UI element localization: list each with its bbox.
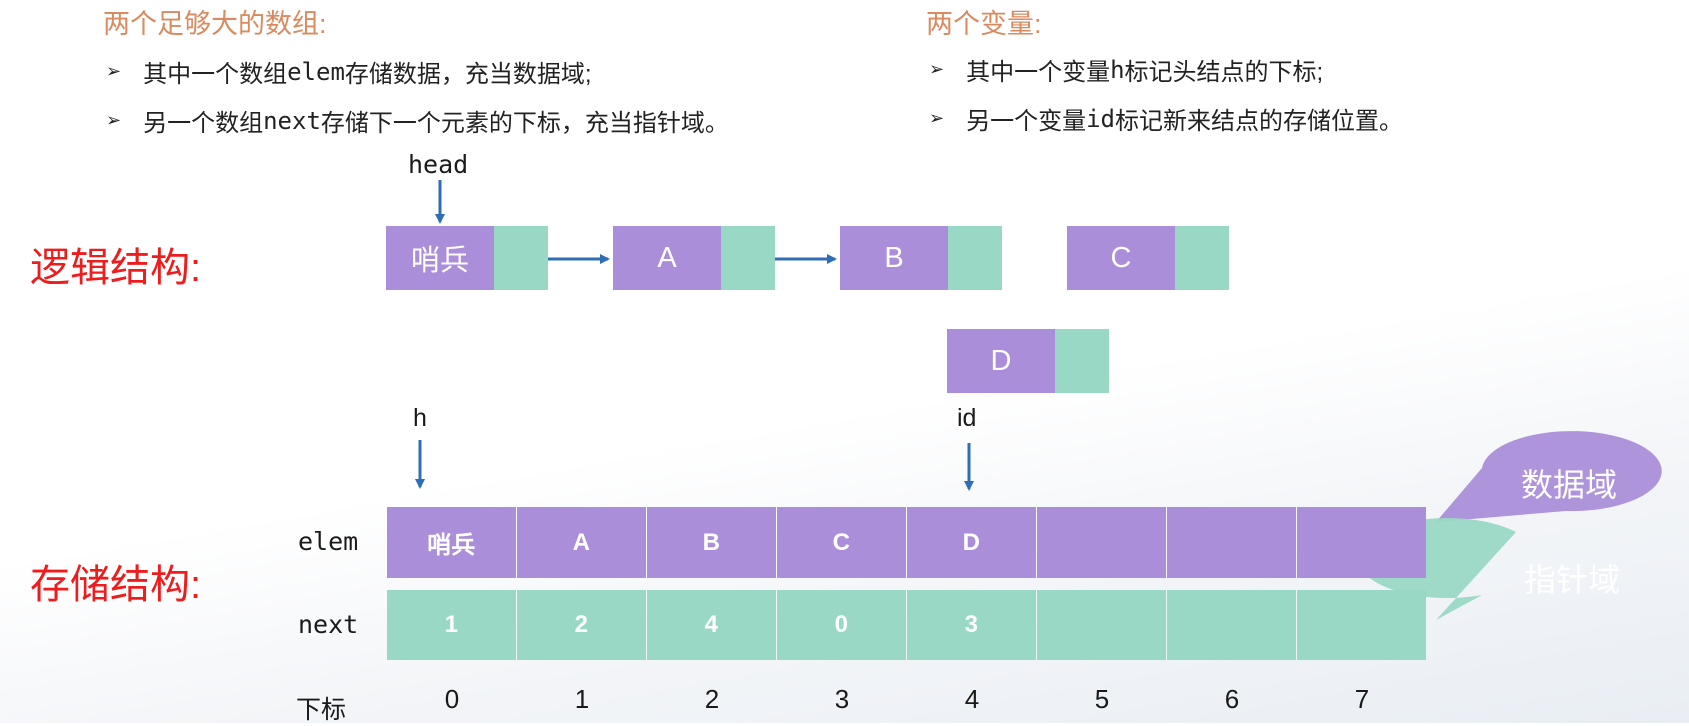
elem-row-label: elem — [298, 527, 359, 556]
next-cell — [1297, 590, 1426, 660]
arrays-bullet-2-text-post: 存储下一个元素的下标，充当指针域。 — [320, 110, 729, 137]
logical-node-data: D — [947, 329, 1055, 393]
logical-node-data: 哨兵 — [386, 226, 494, 290]
elem-cell — [1037, 507, 1166, 578]
elem-cell — [1167, 507, 1296, 578]
data-field-bubble-label: 数据域 — [1521, 467, 1618, 503]
arrays-section-title: 两个足够大的数组: — [103, 9, 327, 39]
bullet-arrow-icon: ➢ — [106, 61, 122, 81]
next-cell: 4 — [647, 590, 776, 660]
bullet-arrow-icon: ➢ — [929, 108, 945, 128]
next-cell: 3 — [907, 590, 1036, 660]
elem-cell: 哨兵 — [387, 507, 516, 578]
variables-bullet-1-text-post: 标记头结点的下标; — [1124, 59, 1324, 86]
data-field-bubble-shape — [1436, 431, 1662, 522]
logical-node-d: D — [947, 329, 1109, 393]
elem-cell: A — [517, 507, 646, 578]
variables-bullet-2-text-pre: 另一个变量 — [966, 108, 1087, 135]
index-label: 5 — [1094, 684, 1110, 714]
next-cell — [1167, 590, 1296, 660]
variables-bullet-1: ➢ 其中一个变量 h 标记头结点的下标; — [929, 52, 1323, 87]
next-cell: 1 — [387, 590, 516, 660]
logical-node-pointer — [494, 226, 548, 290]
next-code: next — [263, 106, 321, 135]
storage-structure-label: 存储结构: — [30, 563, 202, 607]
bullet-arrow-icon: ➢ — [106, 110, 122, 130]
index-label: 7 — [1354, 684, 1370, 714]
index-label: 2 — [704, 684, 720, 714]
index-label: 4 — [964, 684, 980, 714]
logical-node-pointer — [948, 226, 1002, 290]
logical-node-c: C — [1067, 226, 1229, 290]
pointer-field-bubble-label: 指针域 — [1524, 562, 1621, 598]
index-label: 0 — [444, 684, 460, 714]
logical-node-data: B — [840, 226, 948, 290]
logical-node-sentinel: 哨兵 — [386, 226, 548, 290]
variables-bullet-2-text-post: 标记新来结点的存储位置。 — [1115, 108, 1403, 135]
variables-bullet-2: ➢ 另一个变量 id 标记新来结点的存储位置。 — [929, 101, 1403, 136]
logical-node-pointer — [1055, 329, 1109, 393]
logical-structure-label: 逻辑结构: — [30, 246, 202, 290]
next-cell: 0 — [777, 590, 906, 660]
elem-code: elem — [287, 57, 345, 86]
elem-cell: B — [647, 507, 776, 578]
arrays-bullet-1-text-pre: 其中一个数组 — [143, 61, 288, 88]
index-row-label: 下标 — [296, 696, 347, 724]
logical-node-pointer — [1175, 226, 1229, 290]
elem-cell: C — [777, 507, 906, 578]
head-label: head — [408, 150, 469, 179]
index-label: 6 — [1224, 684, 1240, 714]
next-cell — [1037, 590, 1166, 660]
logical-node-pointer — [721, 226, 775, 290]
index-label: 1 — [574, 684, 590, 714]
id-code: id — [1086, 104, 1115, 133]
bullet-arrow-icon: ➢ — [929, 59, 945, 79]
id-label: id — [957, 404, 977, 432]
elem-cell — [1297, 507, 1426, 578]
logical-node-data: C — [1067, 226, 1175, 290]
variables-section-title: 两个变量: — [926, 9, 1042, 39]
h-label: h — [413, 404, 427, 432]
logical-node-a: A — [613, 226, 775, 290]
h-code: h — [1110, 55, 1125, 84]
arrays-bullet-2: ➢ 另一个数组 next 存储下一个元素的下标，充当指针域。 — [106, 103, 729, 138]
variables-bullet-1-text-pre: 其中一个变量 — [966, 59, 1111, 86]
index-label: 3 — [834, 684, 850, 714]
next-row-label: next — [298, 610, 359, 639]
elem-cell: D — [907, 507, 1036, 578]
logical-node-b: B — [840, 226, 1002, 290]
arrays-bullet-1-text-post: 存储数据，充当数据域; — [344, 61, 592, 88]
arrays-bullet-1: ➢ 其中一个数组 elem 存储数据，充当数据域; — [106, 54, 592, 89]
arrays-bullet-2-text-pre: 另一个数组 — [143, 110, 264, 137]
logical-node-data: A — [613, 226, 721, 290]
next-cell: 2 — [517, 590, 646, 660]
